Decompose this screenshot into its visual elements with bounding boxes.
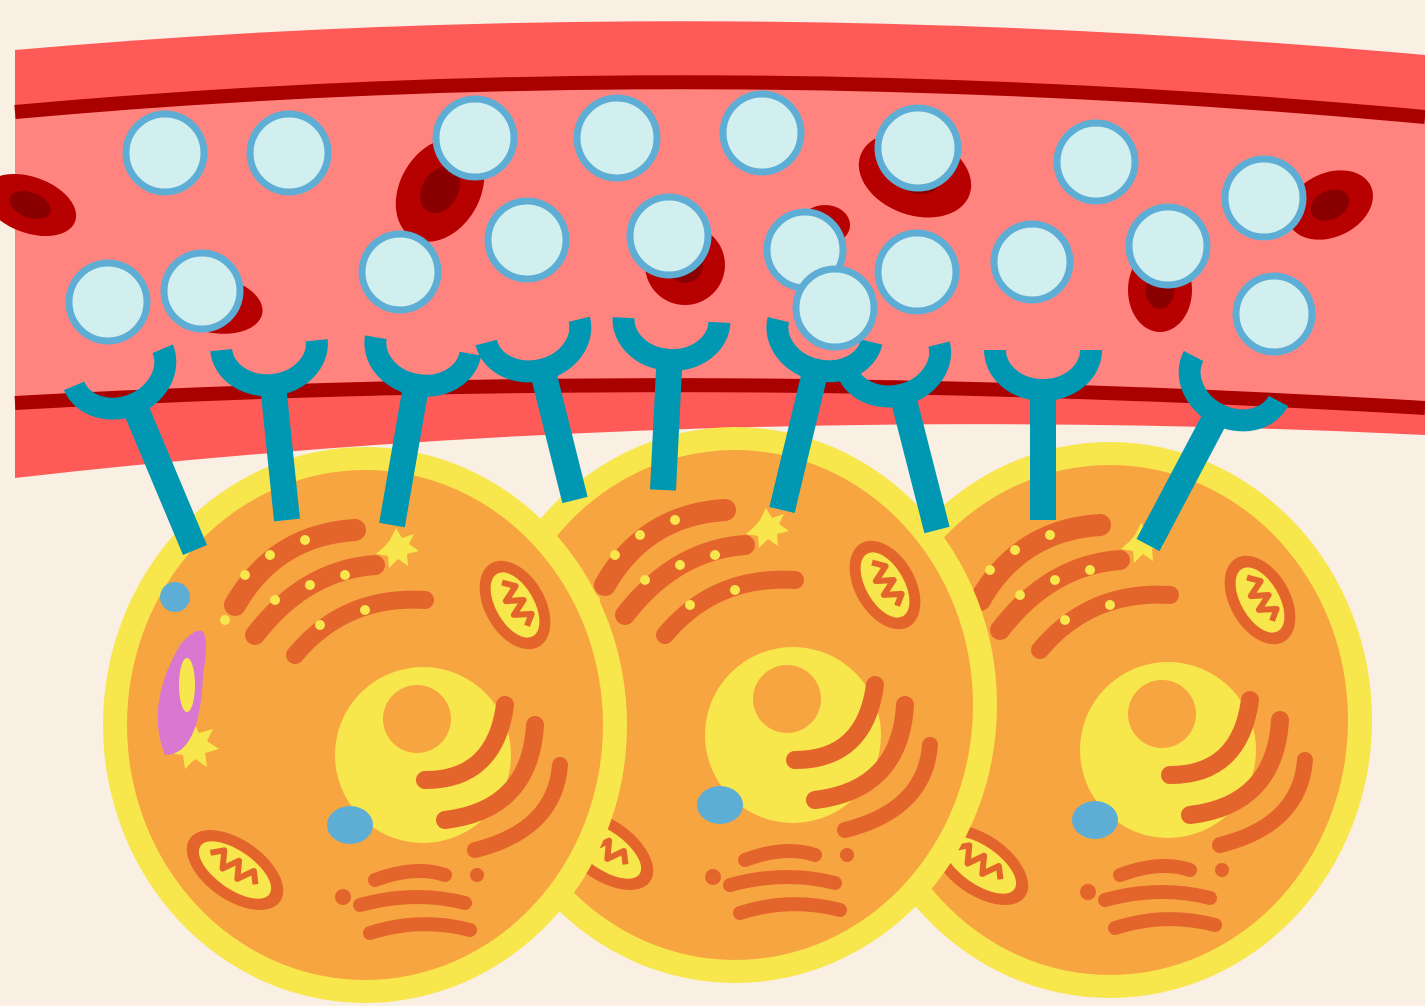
signalling-molecule — [69, 263, 147, 341]
signalling-molecule — [436, 99, 514, 177]
signalling-molecule — [1225, 159, 1303, 237]
signalling-molecule — [1057, 123, 1135, 201]
signalling-molecule — [250, 114, 328, 192]
signalling-molecule — [796, 269, 874, 347]
signalling-molecule — [577, 98, 657, 178]
signalling-molecule — [126, 114, 204, 192]
signalling-molecule — [723, 94, 801, 172]
signalling-molecule — [488, 201, 566, 279]
signalling-molecule — [630, 197, 708, 275]
signalling-molecule — [878, 108, 958, 188]
signalling-molecule — [878, 233, 956, 311]
signalling-molecule — [1236, 276, 1312, 352]
signalling-molecule — [994, 224, 1070, 300]
signalling-molecule — [362, 234, 438, 310]
signalling-molecule — [1129, 207, 1207, 285]
signalling-molecule — [164, 253, 240, 329]
